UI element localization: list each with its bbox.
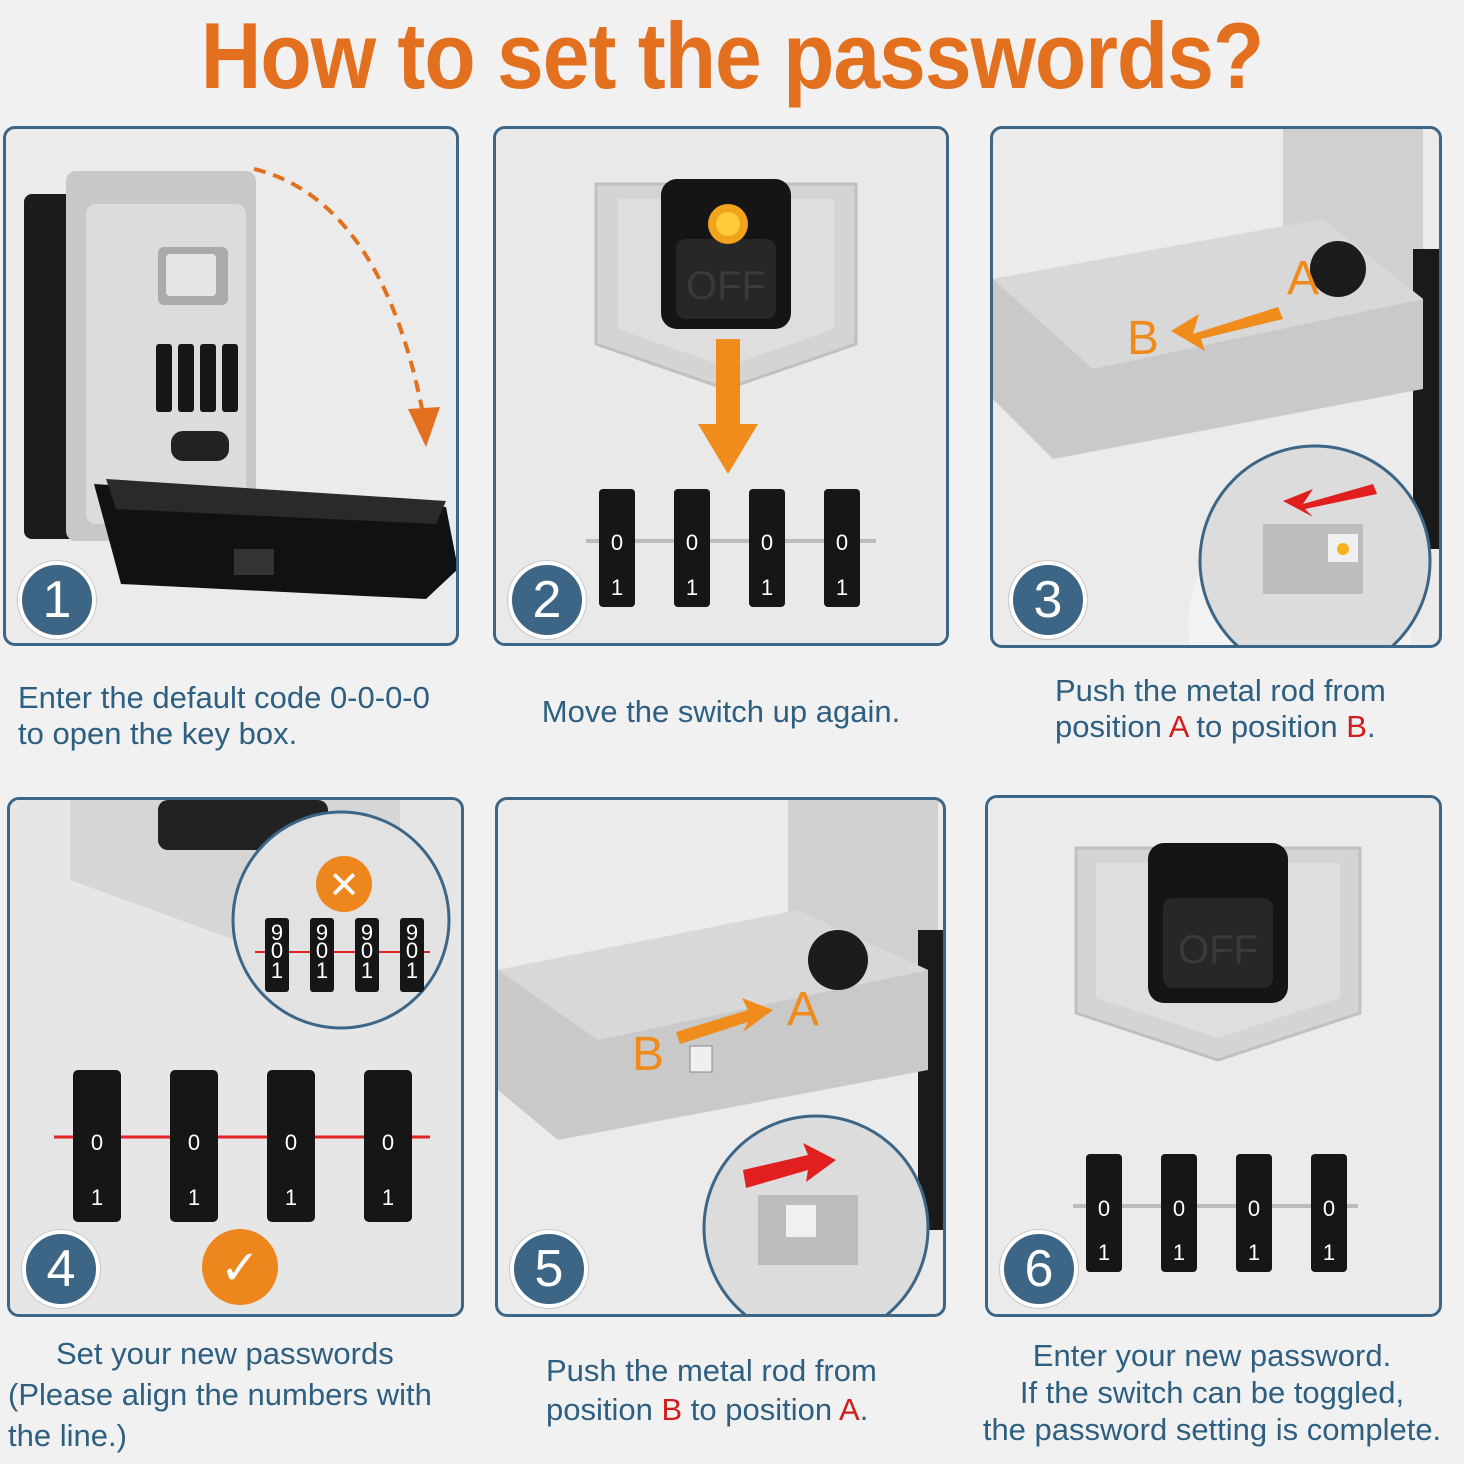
- svg-text:1: 1: [382, 1185, 394, 1210]
- lockbox-open-illustration: [24, 167, 456, 599]
- step-number-1: 1: [18, 561, 96, 639]
- svg-text:9: 9: [271, 920, 283, 945]
- svg-text:1: 1: [686, 575, 698, 600]
- step-2-panel: OFF 0 0 0 0 1 1 1 1 2: [493, 126, 949, 646]
- svg-text:0: 0: [361, 938, 373, 963]
- step-4-caption: Set your new passwords (Please align the…: [8, 1336, 432, 1453]
- svg-text:0: 0: [1248, 1196, 1260, 1221]
- svg-text:1: 1: [406, 958, 418, 983]
- svg-text:1: 1: [761, 575, 773, 600]
- wrong-icon: ✕: [328, 863, 360, 907]
- svg-text:9: 9: [361, 920, 373, 945]
- align-dials-illustration: 0 0 0 0 1 1 1 1 9 9 9 9 0 0 0 0 1 1 1 1 …: [10, 800, 461, 1314]
- dial-row: 0 0 0 0 1 1 1 1: [599, 489, 860, 607]
- step-4-panel: 0 0 0 0 1 1 1 1 9 9 9 9 0 0 0 0 1 1 1 1 …: [7, 797, 464, 1317]
- svg-text:0: 0: [611, 530, 623, 555]
- step-number-4: 4: [22, 1230, 100, 1308]
- svg-text:0: 0: [761, 530, 773, 555]
- svg-text:1: 1: [836, 575, 848, 600]
- step-number-5: 5: [510, 1230, 588, 1308]
- correct-icon: ✓: [220, 1240, 260, 1296]
- svg-text:1: 1: [1098, 1240, 1110, 1265]
- svg-text:0: 0: [271, 938, 283, 963]
- svg-text:1: 1: [316, 958, 328, 983]
- step-number-3: 3: [1009, 561, 1087, 639]
- svg-text:1: 1: [91, 1185, 103, 1210]
- step-3-caption: Push the metal rod from position A to po…: [1055, 673, 1386, 744]
- off-label: OFF: [686, 264, 766, 308]
- position-a-label: A: [1287, 252, 1319, 305]
- svg-text:9: 9: [406, 920, 418, 945]
- rod-b-to-a-illustration: A B: [498, 800, 943, 1314]
- svg-text:9: 9: [316, 920, 328, 945]
- svg-text:1: 1: [271, 958, 283, 983]
- svg-text:0: 0: [188, 1130, 200, 1155]
- svg-text:0: 0: [686, 530, 698, 555]
- svg-text:0: 0: [1098, 1196, 1110, 1221]
- svg-text:0: 0: [1323, 1196, 1335, 1221]
- page-title: How to set the passwords?: [200, 3, 1265, 109]
- svg-text:1: 1: [1323, 1240, 1335, 1265]
- step-number-2: 2: [508, 561, 586, 639]
- step-5-panel: A B 5: [495, 797, 946, 1317]
- step-5-caption: Push the metal rod from position B to po…: [546, 1353, 877, 1427]
- svg-text:0: 0: [91, 1130, 103, 1155]
- svg-text:0: 0: [836, 530, 848, 555]
- position-b-label: B: [632, 1028, 664, 1081]
- svg-text:0: 0: [285, 1130, 297, 1155]
- step-2-caption: Move the switch up again.: [541, 694, 901, 729]
- svg-text:1: 1: [285, 1185, 297, 1210]
- step-1-panel: 1: [3, 126, 459, 646]
- step-3-panel: A B 3: [990, 126, 1442, 648]
- svg-text:0: 0: [316, 938, 328, 963]
- step-6-caption: Enter your new password. If the switch c…: [982, 1338, 1442, 1447]
- svg-text:1: 1: [1248, 1240, 1260, 1265]
- step-6-panel: OFF 0 0 0 0 1 1 1 1 6: [985, 795, 1442, 1317]
- svg-text:1: 1: [611, 575, 623, 600]
- switch-toggle-illustration: OFF 0 0 0 0 1 1 1 1: [988, 798, 1439, 1314]
- rod-a-to-b-illustration: A B: [993, 129, 1439, 645]
- svg-text:1: 1: [361, 958, 373, 983]
- svg-text:0: 0: [406, 938, 418, 963]
- step-1-caption: Enter the default code 0-0-0-0 to open t…: [18, 680, 430, 751]
- step-number-6: 6: [1000, 1230, 1078, 1308]
- off-label: OFF: [1178, 928, 1258, 972]
- position-b-label: B: [1127, 312, 1159, 365]
- svg-text:0: 0: [382, 1130, 394, 1155]
- svg-text:1: 1: [1173, 1240, 1185, 1265]
- svg-text:0: 0: [1173, 1196, 1185, 1221]
- svg-text:1: 1: [188, 1185, 200, 1210]
- position-a-label: A: [787, 983, 819, 1036]
- switch-and-dials-illustration: OFF 0 0 0 0 1 1 1 1: [496, 129, 946, 643]
